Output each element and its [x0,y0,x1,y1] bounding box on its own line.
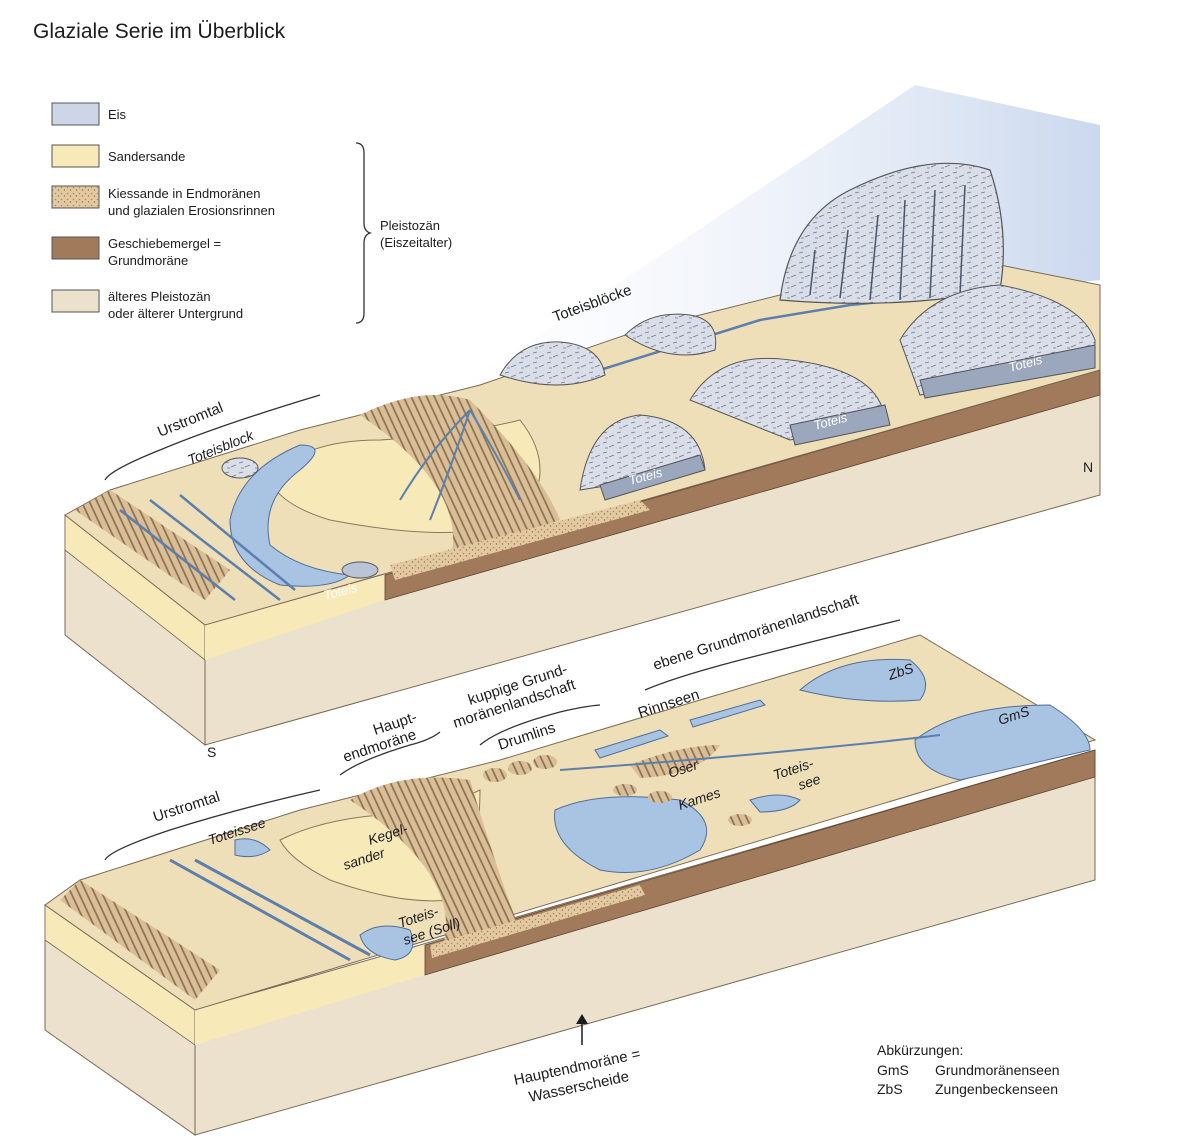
legend-label-aelteres-2: oder älterer Untergrund [108,306,243,321]
legend-bracket [355,142,373,324]
top-side-face-sand [205,575,385,660]
bottom-hauptendmoraene [350,777,520,955]
top-compass-n: N [1083,459,1093,475]
top-braided-channels [119,494,296,601]
abbreviations: Abkürzungen: GmS Grundmoränenseen ZbS Zu… [877,1042,1060,1097]
legend-bracket-label-2: (Eiszeitalter) [380,235,452,250]
top-toteisblock [221,457,259,479]
bottom-label-urstromtal: Urstromtal [151,788,222,826]
legend-item-sandersande: Sandersande [51,144,185,168]
top-ridge-front [75,490,230,600]
legend-item-kiessande: Kiessande in Endmoränen und glazialen Er… [51,185,275,218]
bottom-toteissee-soll [359,925,414,961]
top-endmoraene [360,395,560,560]
legend-item-eis: Eis [51,102,127,126]
abbreviation-meaning-gms: Grundmoränenseen [935,1062,1060,1078]
wasserscheide-arrow-head [576,1014,588,1024]
top-main-glacier [779,162,1004,304]
legend-swatch-aelteres-pleistozaen [51,289,100,313]
legend-item-geschiebemergel: Geschiebemergel = Grundmoräne [51,236,221,268]
legend-label-geschiebemergel-2: Grundmoräne [108,253,188,268]
bottom-rinnsee-2 [689,699,766,728]
top-compass-s: S [207,744,216,760]
top-block: Urstromtal Toteisblock Toteisblöcke Tote… [64,85,1101,760]
abbreviation-abbr-zbs: ZbS [877,1081,903,1097]
bottom-kame-2 [648,791,672,803]
bottom-side-face-sand [195,945,425,1045]
bottom-kame-1 [613,784,637,796]
legend-label-kiessande-2: und glazialen Erosionsrinnen [108,203,275,218]
top-toteisbloecke-2 [624,313,717,356]
abbreviation-meaning-zbs: Zungenbeckenseen [935,1081,1058,1097]
legend-label-kiessande-1: Kiessande in Endmoränen [108,186,261,201]
bottom-ridge-front [60,880,220,1000]
bottom-gms-lake [914,704,1091,781]
bottom-label-toteissee2-2: see [796,771,823,793]
bottom-rinnsee-1 [594,729,670,759]
legend-swatch-kiessande [51,185,100,209]
bottom-side-face-base [194,749,1096,1136]
top-toteis-base-b [789,404,891,446]
top-label-urstromtal: Urstromtal [155,399,226,441]
bottom-drumlin-1 [483,768,507,782]
top-toteis-base-c [919,344,1096,399]
top-urstromtal-water [229,444,352,587]
abbreviations-heading: Abkürzungen: [877,1042,963,1058]
top-toteis-small [341,561,379,579]
bottom-river [559,734,941,771]
bottom-toteissee-2 [749,794,801,813]
legend-item-aelteres-pleistozaen: älteres Pleistozän oder älterer Untergru… [51,289,243,321]
legend-bracket-label-1: Pleistozän [380,218,440,233]
top-toteis-base-a [599,454,706,501]
bottom-drumlin-2 [508,761,532,775]
top-glacier-crevasses [809,184,966,301]
bottom-drumlin-3 [533,755,557,769]
top-toteisbloecke-1 [499,341,606,386]
bottom-ebene-bracket [644,619,901,691]
abbreviation-abbr-gms: GmS [877,1062,909,1078]
bottom-side-face-grundmoraene [424,749,1096,976]
top-urstromtal-bracket [104,394,321,481]
bottom-urstromtal-bracket [104,789,321,861]
top-meltwater-channels [399,409,521,521]
legend-label-geschiebemergel-1: Geschiebemergel = [108,236,221,251]
legend-swatch-eis [51,102,100,126]
bottom-block: Urstromtal Toteissee Kegel- sander Totei… [44,591,1097,1136]
bottom-toteissee [234,838,271,858]
bottom-zbs-lake [798,658,927,702]
bottom-hauptendmoraene-bracket [339,731,441,776]
bottom-kame-3 [728,814,752,826]
bottom-kiessande-strip [430,885,645,958]
legend: Eis Sandersande Kiessande in Endmoränen … [51,102,452,324]
top-kiessande-strip [390,500,650,580]
page-title: Glaziale Serie im Überblick [33,20,286,43]
bottom-zungenbecken-lake [554,796,708,873]
legend-label-sandersande: Sandersande [108,149,185,164]
bottom-drumlins-bracket [479,704,601,746]
legend-label-aelteres-1: älteres Pleistozän [108,289,211,304]
legend-swatch-geschiebemergel [51,236,100,260]
bottom-urstromtal-river [169,858,371,962]
legend-swatch-sandersande [51,144,100,168]
legend-label-eis: Eis [108,107,127,122]
